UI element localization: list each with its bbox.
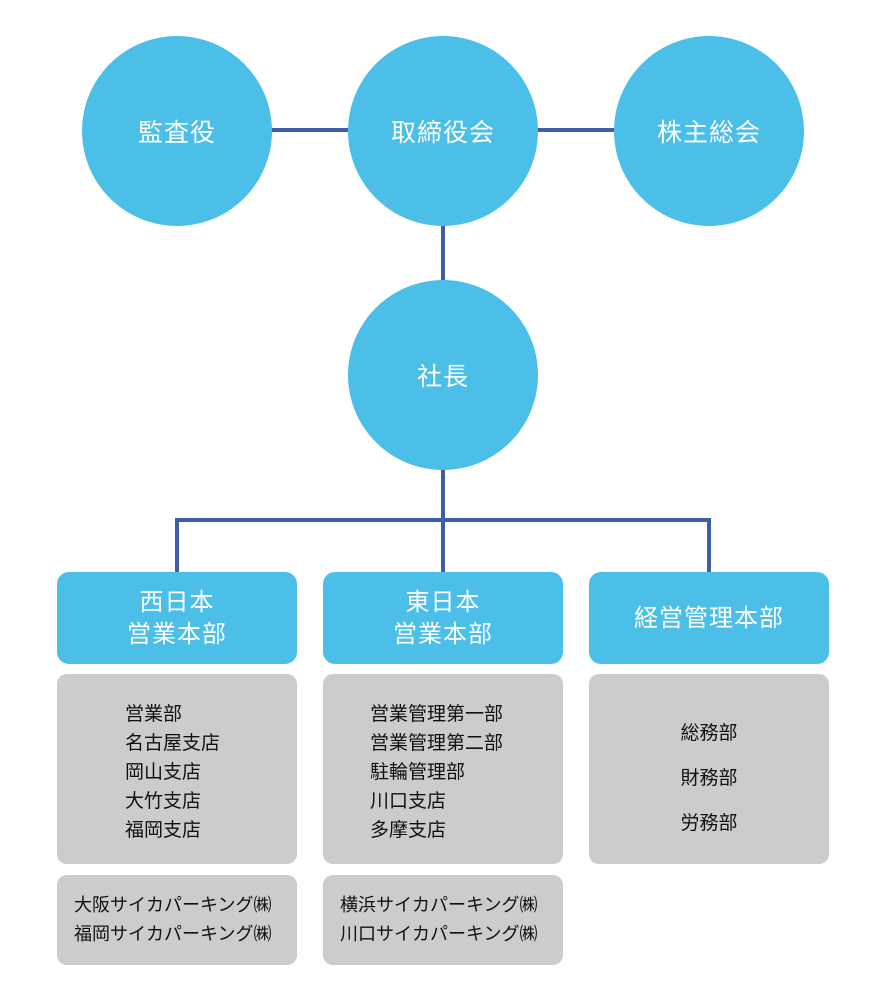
shareholders-node: 株主総会 bbox=[614, 36, 804, 226]
president-label: 社長 bbox=[416, 362, 469, 391]
unit-item: 営業管理第二部 bbox=[370, 732, 504, 754]
subsidiary-item: 川口サイカパーキング㈱ bbox=[340, 924, 538, 945]
president-node: 社長 bbox=[348, 280, 538, 470]
unit-item: 駐輪管理部 bbox=[370, 761, 466, 783]
unit-item: 財務部 bbox=[680, 767, 738, 789]
unit-item: 営業管理第一部 bbox=[370, 703, 504, 725]
division-east-title-line2: 営業本部 bbox=[393, 620, 493, 648]
shareholders-label: 株主総会 bbox=[656, 118, 761, 147]
unit-item: 労務部 bbox=[680, 812, 738, 834]
subsidiary-item: 大阪サイカパーキング㈱ bbox=[74, 895, 272, 916]
division-west-title-line2: 営業本部 bbox=[127, 620, 227, 648]
division-west-title-line1: 西日本 bbox=[139, 588, 215, 616]
subsidiary-item: 福岡サイカパーキング㈱ bbox=[74, 924, 272, 945]
connector-division-bus bbox=[175, 518, 711, 572]
subsidiary-item: 横浜サイカパーキング㈱ bbox=[340, 895, 538, 916]
unit-item: 総務部 bbox=[680, 722, 738, 744]
unit-item: 川口支店 bbox=[370, 790, 447, 812]
division-admin-title: 経営管理本部 bbox=[634, 604, 784, 632]
division-west-subsidiaries-panel: 大阪サイカパーキング㈱ 福岡サイカパーキング㈱ bbox=[57, 875, 297, 965]
board-node: 取締役会 bbox=[348, 36, 538, 226]
division-admin-header: 経営管理本部 bbox=[589, 572, 829, 664]
division-east-units-panel: 営業管理第一部 営業管理第二部 駐輪管理部 川口支店 多摩支店 bbox=[323, 674, 563, 864]
auditor-label: 監査役 bbox=[137, 118, 216, 147]
unit-item: 名古屋支店 bbox=[125, 732, 221, 754]
unit-item: 岡山支店 bbox=[125, 761, 202, 783]
division-east-title-line1: 東日本 bbox=[405, 588, 481, 616]
auditor-node: 監査役 bbox=[82, 36, 272, 226]
unit-item: 大竹支店 bbox=[125, 790, 202, 812]
board-label: 取締役会 bbox=[390, 118, 495, 147]
division-west-units-panel: 営業部 名古屋支店 岡山支店 大竹支店 福岡支店 bbox=[57, 674, 297, 864]
unit-item: 営業部 bbox=[125, 703, 183, 725]
unit-item: 福岡支店 bbox=[125, 819, 202, 841]
division-admin-units-panel: 総務部 財務部 労務部 bbox=[589, 674, 829, 864]
unit-item: 多摩支店 bbox=[370, 819, 447, 841]
division-west-header: 西日本 営業本部 bbox=[57, 572, 297, 664]
division-east-header: 東日本 営業本部 bbox=[323, 572, 563, 664]
division-east-subsidiaries-panel: 横浜サイカパーキング㈱ 川口サイカパーキング㈱ bbox=[323, 875, 563, 965]
